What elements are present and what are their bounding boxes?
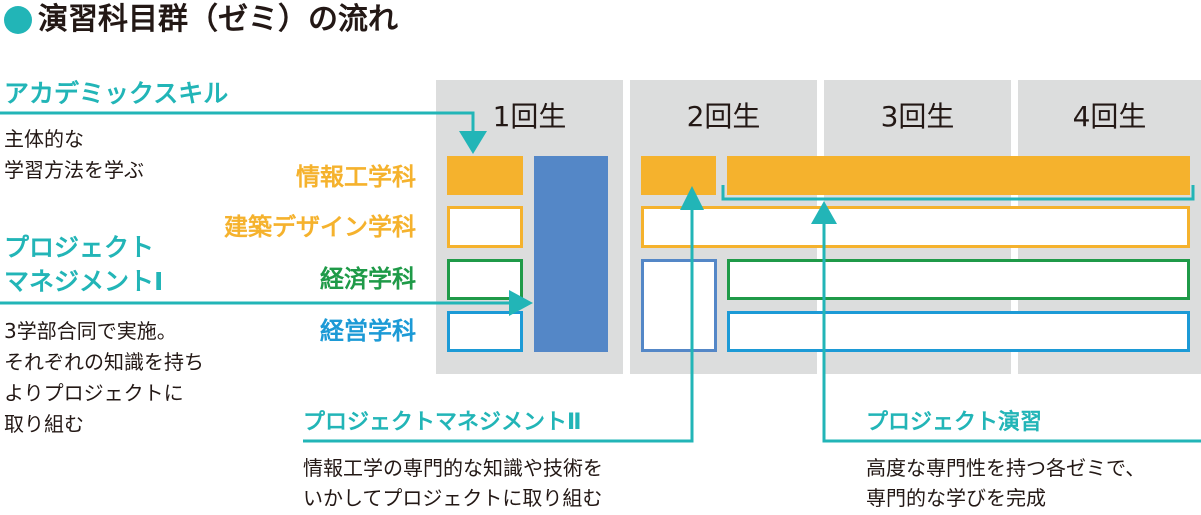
project-practice-arrow-icon (811, 201, 837, 224)
column-label-year-2: 2回生 (686, 100, 761, 133)
pm1-heading-2: マネジメントⅠ (4, 267, 164, 296)
dept-label-architecture: 建築デザイン学科 (224, 213, 416, 241)
y2-4-architecture-bar (641, 206, 1190, 248)
academic-skill-desc-1: 主体的な (4, 127, 84, 151)
dept-label-economics: 経済学科 (320, 265, 416, 293)
pm1-desc-3: よりプロジェクトに (4, 381, 184, 405)
y2-4-economics-bar (727, 259, 1190, 300)
pm2-connector (303, 205, 694, 443)
pm1-arrow-icon (509, 290, 533, 316)
pm2-heading: プロジェクトマネジメントⅡ (303, 410, 582, 435)
project-practice-bracket (721, 185, 1195, 201)
project-practice-heading: プロジェクト演習 (866, 410, 1043, 435)
project-practice-desc-2: 専門的な学びを完成 (866, 486, 1046, 510)
pm1-desc-1: 3学部合同で実施。 (4, 319, 177, 343)
column-label-year-4: 4回生 (1072, 100, 1147, 133)
y1-pm1-block (534, 156, 608, 352)
column-label-year-1: 1回生 (492, 100, 567, 133)
academic-skill-arrow-icon (459, 131, 487, 154)
y1-architecture-box (447, 206, 523, 248)
y1-info-eng-box (447, 156, 523, 195)
pm1-desc-2: それぞれの知識を持ち (4, 350, 204, 374)
column-label-year-3: 3回生 (880, 100, 955, 133)
title-bullet-icon (4, 6, 32, 34)
academic-skill-heading: アカデミックスキル (4, 79, 229, 108)
academic-skill-connector (0, 111, 475, 132)
academic-skill-desc-2: 学習方法を学ぶ (4, 158, 144, 182)
y2-info-eng-box (641, 156, 716, 195)
y2-4-management-bar (727, 311, 1190, 352)
dept-label-management: 経営学科 (320, 317, 416, 345)
y1-management-box (447, 311, 523, 352)
pm2-desc-1: 情報工学の専門的な知識や技術を (303, 456, 603, 480)
pm1-desc-4: 取り組む (4, 412, 84, 436)
y2-4-info-eng-bar (727, 156, 1190, 195)
project-practice-connector (822, 218, 1201, 443)
y2-joint-box (641, 259, 717, 352)
dept-label-info-eng: 情報工学科 (296, 163, 416, 191)
pm1-heading-1: プロジェクト (4, 233, 155, 262)
pm2-desc-2: いかしてプロジェクトに取り組む (303, 486, 603, 510)
page-title: 演習科目群（ゼミ）の流れ (38, 2, 398, 37)
pm2-arrow-icon (680, 186, 704, 210)
project-practice-desc-1: 高度な専門性を持つ各ゼミで、 (866, 456, 1146, 480)
